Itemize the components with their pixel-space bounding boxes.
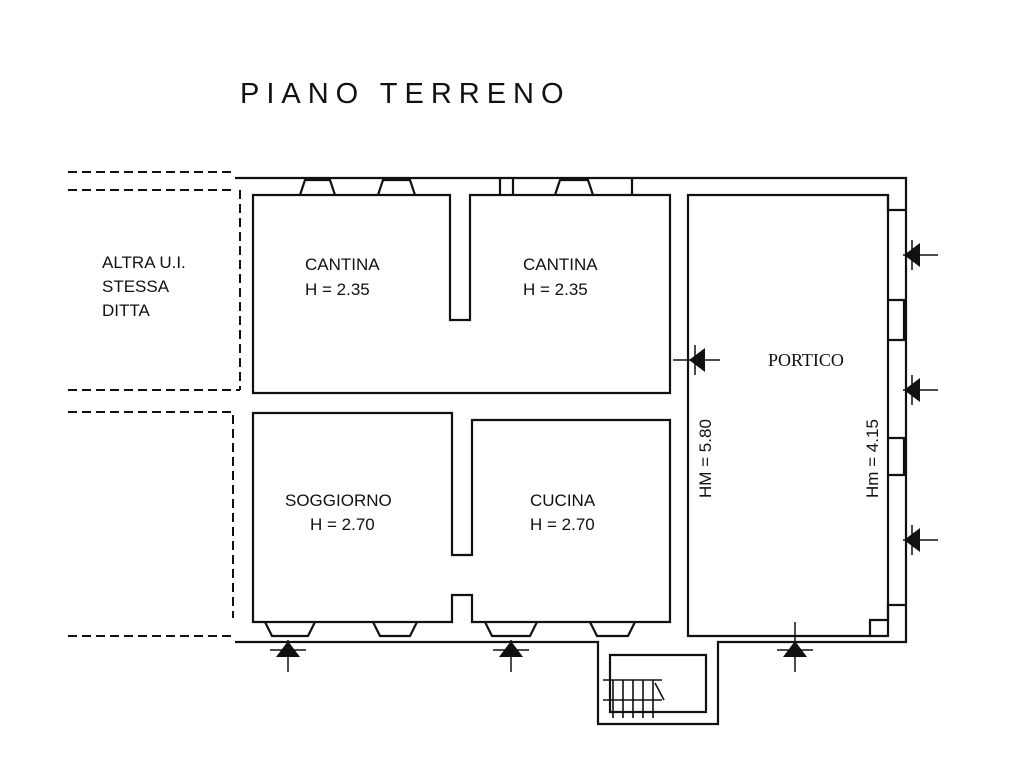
cucina-height: H = 2.70 (530, 515, 595, 534)
cantina-1-height: H = 2.35 (305, 280, 370, 299)
plan-title: PIANO TERRENO (240, 78, 571, 110)
portico-mean-height: Hm = 4.15 (863, 419, 882, 498)
arrow-left-icon (903, 375, 938, 405)
stairs (603, 679, 665, 718)
cucina-name: CUCINA (530, 491, 596, 510)
cantina-1-name: CANTINA (305, 255, 380, 274)
portico-max-height: HM = 5.80 (696, 419, 715, 498)
room-labels: ALTRA U.I. STESSA DITTA CANTINA H = 2.35… (102, 253, 882, 534)
portico-name: PORTICO (768, 350, 844, 370)
arrow-left-icon (673, 345, 720, 375)
cantina-2-name: CANTINA (523, 255, 598, 274)
other-unit-label: STESSA (102, 277, 170, 296)
arrow-left-icon (903, 240, 938, 270)
other-unit-label: DITTA (102, 301, 151, 320)
entrance-arrows (270, 240, 938, 672)
soggiorno-name: SOGGIORNO (285, 491, 392, 510)
building-walls (235, 176, 908, 726)
arrow-up-icon (493, 640, 529, 672)
soggiorno-height: H = 2.70 (310, 515, 375, 534)
windows (264, 178, 906, 638)
arrow-left-icon (903, 525, 938, 555)
cantina-2-height: H = 2.35 (523, 280, 588, 299)
arrow-up-icon (270, 640, 306, 672)
arrow-up-icon (777, 622, 813, 672)
other-unit-dashed-outline (68, 171, 241, 637)
other-unit-label: ALTRA U.I. (102, 253, 186, 272)
